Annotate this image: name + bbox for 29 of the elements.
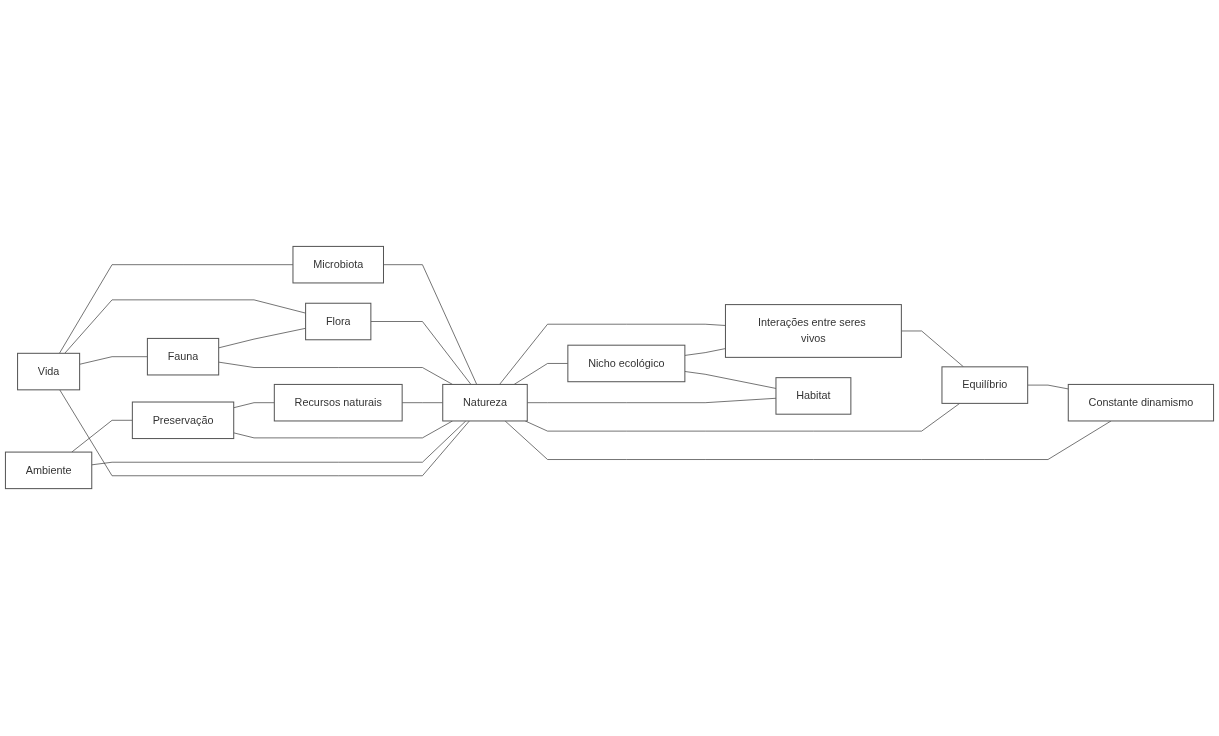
connector (901, 331, 964, 368)
node-box: Equilíbrio (941, 366, 1029, 405)
connector (684, 348, 726, 357)
connector (218, 362, 453, 386)
connector (383, 264, 478, 386)
connector (218, 328, 306, 349)
connector (233, 421, 453, 439)
node-box: Habitat (775, 377, 852, 416)
node-box: Constante dinamismo (1067, 384, 1215, 422)
connector (64, 300, 306, 355)
node-box: Recursos naturais (273, 384, 403, 422)
node-box: Interações entre seres vivos (724, 304, 902, 359)
node-box: Flora (305, 303, 372, 341)
connector (370, 321, 472, 386)
node-box: Fauna (146, 338, 220, 376)
node-box: Natureza (442, 384, 528, 422)
connector (499, 324, 726, 386)
connector (524, 403, 961, 432)
node-box: Microbiota (292, 246, 384, 284)
connector (233, 402, 275, 409)
connector (91, 421, 467, 466)
connector (59, 390, 470, 477)
node-box: Nicho ecológico (567, 345, 686, 383)
node-box: Ambiente (4, 452, 93, 490)
connector (1027, 385, 1069, 390)
connector (71, 420, 133, 453)
node-box: Preservação (131, 402, 235, 440)
node-box: Vida (17, 353, 81, 391)
connector (79, 356, 148, 366)
